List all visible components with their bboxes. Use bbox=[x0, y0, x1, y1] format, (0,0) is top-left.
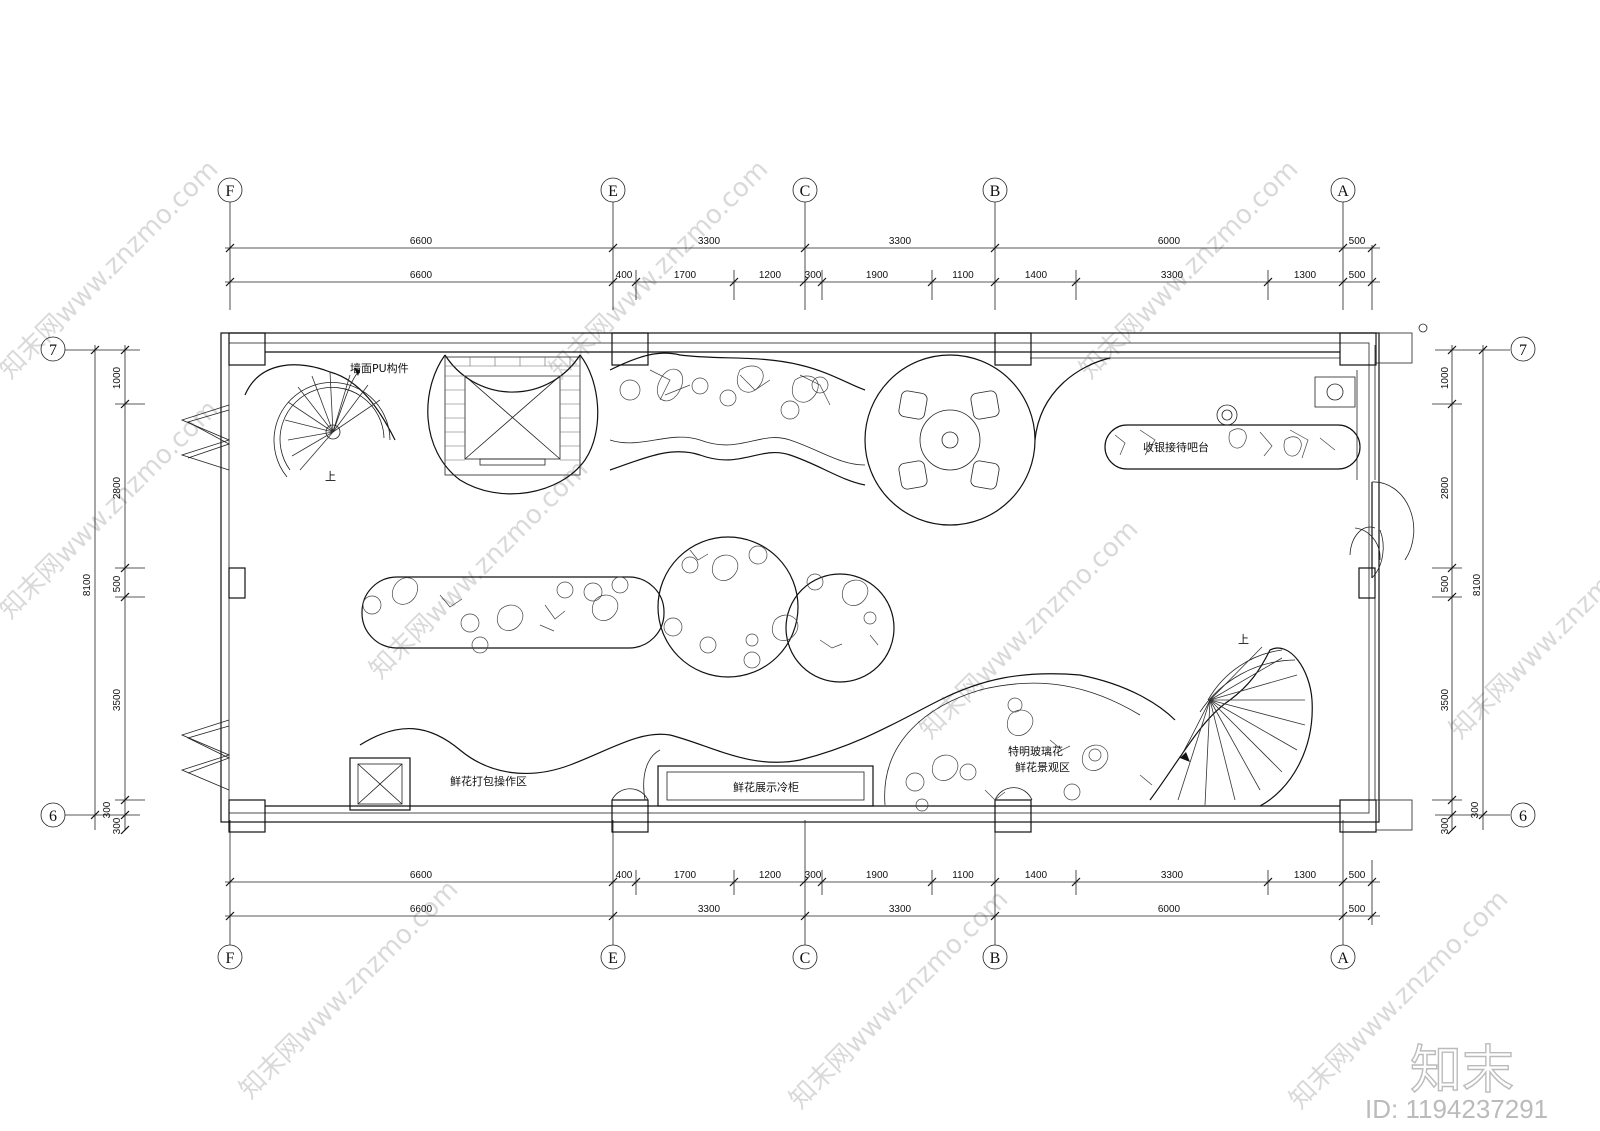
landscape-area: 特明玻璃花 鲜花景观区 bbox=[359, 673, 1176, 812]
watermark-text: 知末网www.znzmo.com bbox=[914, 514, 1145, 745]
left-dimensions: 7 6 8100 1000 2800 500 3500 300 300 bbox=[40, 336, 145, 835]
dim-bottom-inner: 1200 bbox=[759, 870, 782, 881]
brand-logo-text: 知末 bbox=[1410, 1041, 1514, 1101]
elevator-shaft: 墙面PU构件 bbox=[350, 354, 599, 495]
dim-bottom-inner: 1900 bbox=[866, 870, 889, 881]
round-table-set bbox=[864, 354, 1111, 526]
axis-label-e: E bbox=[608, 183, 618, 200]
dim-right-total: 8100 bbox=[1472, 573, 1483, 596]
cashier-counter: 收银接待吧台 bbox=[1104, 370, 1361, 480]
dim-left: 3500 bbox=[112, 688, 123, 711]
axis-label-6: 6 bbox=[1519, 808, 1527, 825]
dim-right: 300 bbox=[1470, 801, 1481, 818]
dim-left: 500 bbox=[112, 575, 123, 592]
stair-up-left-label: 上 bbox=[325, 470, 336, 483]
dim-bottom-inner: 1300 bbox=[1294, 870, 1317, 881]
dim-top-inner: 1700 bbox=[674, 270, 697, 281]
dim-top-outer: 6000 bbox=[1158, 236, 1181, 247]
dim-top-inner: 500 bbox=[1349, 270, 1366, 281]
watermark-layer: 知末网www.znzmo.com 知末网www.znzmo.com 知末网www… bbox=[0, 154, 1600, 1115]
right-dimensions: 7 6 1000 2800 500 8100 3500 300 300 bbox=[1432, 336, 1536, 835]
axis-label-a: A bbox=[1337, 183, 1349, 200]
dim-bottom-outer: 500 bbox=[1349, 904, 1366, 915]
cooler-label: 鲜花展示冷柜 bbox=[733, 780, 799, 794]
walls bbox=[220, 323, 1428, 833]
brand-logo: 知末 ID: 1194237291 bbox=[1365, 1040, 1548, 1124]
spiral-stair-left: 上 bbox=[244, 364, 396, 483]
dim-bottom-inner: 1700 bbox=[674, 870, 697, 881]
spiral-stair-right: 上 bbox=[1149, 633, 1313, 807]
axis-label-6: 6 bbox=[49, 808, 57, 825]
dim-left: 300 bbox=[112, 817, 123, 834]
top-wavy-planter bbox=[609, 352, 866, 486]
display-cooler: 鲜花展示冷柜 bbox=[657, 765, 874, 807]
dim-top-inner: 1300 bbox=[1294, 270, 1317, 281]
dim-bottom-inner: 6600 bbox=[410, 870, 433, 881]
watermark-text: 知末网www.znzmo.com bbox=[544, 154, 775, 385]
dim-right: 1000 bbox=[1440, 366, 1451, 389]
dim-bottom-inner: 500 bbox=[1349, 870, 1366, 881]
dim-right: 3500 bbox=[1440, 688, 1451, 711]
dim-top-inner: 1900 bbox=[866, 270, 889, 281]
dim-top-outer: 500 bbox=[1349, 236, 1366, 247]
stair-up-right-label: 上 bbox=[1238, 633, 1249, 646]
dim-right: 2800 bbox=[1440, 476, 1451, 499]
axis-label-f: F bbox=[226, 183, 235, 200]
axis-label-7: 7 bbox=[1519, 342, 1527, 359]
dim-right: 300 bbox=[1440, 817, 1451, 834]
axis-label-b: B bbox=[990, 183, 1001, 200]
dim-top-inner: 1100 bbox=[952, 270, 974, 281]
top-dimensions: 6600 3300 3300 6000 500 6600 400 1700 12… bbox=[225, 236, 1380, 300]
dim-bottom-inner: 3300 bbox=[1161, 870, 1184, 881]
middle-pill-planter bbox=[361, 576, 665, 654]
dim-top-outer: 6600 bbox=[410, 236, 433, 247]
dim-left: 1000 bbox=[112, 366, 123, 389]
dim-bottom-inner: 300 bbox=[805, 870, 822, 881]
dim-bottom-inner: 400 bbox=[616, 870, 633, 881]
axis-label-a: A bbox=[1337, 950, 1349, 967]
cashier-label: 收银接待吧台 bbox=[1143, 440, 1209, 454]
dim-bottom-inner: 1100 bbox=[952, 870, 974, 881]
folding-doors-left bbox=[180, 404, 231, 791]
dim-top-inner: 6600 bbox=[410, 270, 433, 281]
axis-label-b: B bbox=[990, 950, 1001, 967]
axis-label-7: 7 bbox=[49, 342, 57, 359]
packing-area: 鲜花打包操作区 bbox=[349, 757, 527, 811]
watermark-text: 知末网www.znzmo.com bbox=[1074, 154, 1305, 385]
wall-pu-label: 墙面PU构件 bbox=[350, 361, 409, 375]
glass-flower-label: 特明玻璃花 bbox=[1008, 744, 1063, 758]
dim-top-inner: 300 bbox=[805, 270, 822, 281]
landscape-label: 鲜花景观区 bbox=[1015, 760, 1070, 774]
dim-top-outer: 3300 bbox=[889, 236, 912, 247]
dim-top-outer: 3300 bbox=[698, 236, 721, 247]
dim-right: 500 bbox=[1440, 575, 1451, 592]
dim-bottom-outer: 6600 bbox=[410, 904, 433, 915]
dim-top-inner: 3300 bbox=[1161, 270, 1184, 281]
watermark-text: 知末网www.znzmo.com bbox=[1444, 514, 1600, 745]
dim-left: 2800 bbox=[112, 476, 123, 499]
round-planters bbox=[657, 536, 895, 683]
dim-bottom-inner: 1400 bbox=[1025, 870, 1048, 881]
id-label: ID: 1194237291 bbox=[1365, 1094, 1548, 1124]
bottom-dimensions: 6600 400 1700 1200 300 1900 1100 1400 33… bbox=[217, 820, 1380, 970]
entrance-door bbox=[1349, 481, 1415, 579]
dim-top-inner: 400 bbox=[616, 270, 633, 281]
watermark-text: 知末网www.znzmo.com bbox=[784, 884, 1015, 1115]
dim-left-total: 8100 bbox=[82, 573, 93, 596]
dim-left: 300 bbox=[102, 801, 113, 818]
axis-label-c: C bbox=[800, 183, 811, 200]
axis-label-e: E bbox=[608, 950, 618, 967]
axis-label-f: F bbox=[226, 950, 235, 967]
packing-area-label: 鲜花打包操作区 bbox=[450, 774, 527, 788]
grid-axes-top: F E C B A bbox=[217, 177, 1373, 310]
dim-top-inner: 1400 bbox=[1025, 270, 1048, 281]
dim-top-inner: 1200 bbox=[759, 270, 782, 281]
dim-bottom-outer: 3300 bbox=[698, 904, 721, 915]
axis-label-c: C bbox=[800, 950, 811, 967]
dim-bottom-outer: 3300 bbox=[889, 904, 912, 915]
dim-bottom-outer: 6000 bbox=[1158, 904, 1181, 915]
